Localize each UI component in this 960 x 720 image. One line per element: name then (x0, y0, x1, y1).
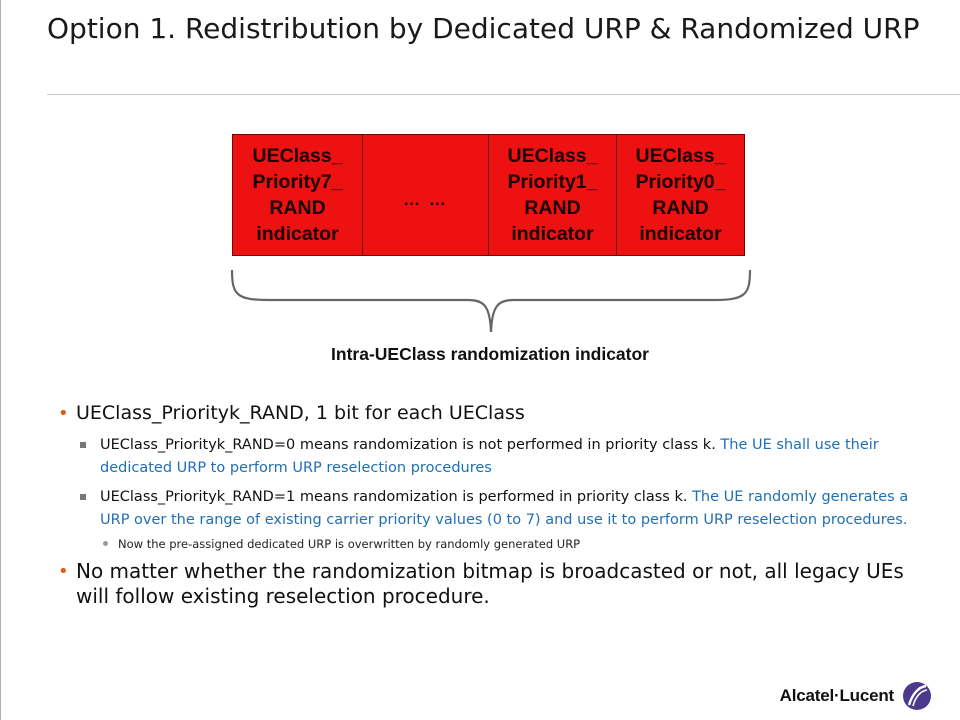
slide-title: Option 1. Redistribution by Dedicated UR… (47, 12, 920, 45)
cell-priority7: UEClass_ Priority7_ RAND indicator (233, 135, 363, 255)
bullet-dot: • (58, 561, 69, 582)
sub-sub-bullet-text: Now the pre-assigned dedicated URP is ov… (118, 537, 581, 551)
sub-bullet-2-text: UEClass_Priorityk_RAND=1 means randomiza… (100, 489, 693, 505)
left-edge-rule (0, 0, 1, 720)
sub-bullet-2: UEClass_Priorityk_RAND=1 means randomiza… (58, 486, 918, 531)
bitmap-diagram: UEClass_ Priority7_ RAND indicator … … U… (230, 134, 752, 364)
brace-label: Intra-UEClass randomization indicator (331, 344, 649, 364)
sub-sub-bullet: Now the pre-assigned dedicated URP is ov… (58, 535, 918, 553)
sub-bullet-2-highlight: The UE randomly generates a URP over the… (100, 489, 909, 528)
bullet-2-text: No matter whether the randomization bitm… (76, 559, 904, 608)
logo-globe-icon (903, 682, 931, 710)
sub-bullet-1-text: UEClass_Priorityk_RAND=0 means randomiza… (100, 437, 721, 453)
cell-priority0: UEClass_ Priority0_ RAND indicator (635, 145, 726, 245)
small-dot-bullet (103, 541, 108, 546)
company-logo: Alcatel·Lucent (780, 678, 932, 714)
bullet-dot: • (58, 403, 69, 424)
title-divider (47, 94, 960, 95)
bitmap-cells: UEClass_ Priority7_ RAND indicator … … U… (232, 134, 745, 256)
bullet-2: • No matter whether the randomization bi… (58, 559, 918, 609)
square-bullet (80, 442, 86, 448)
cell-ellipsis: … … (363, 135, 489, 255)
sub-bullet-1-highlight: The UE shall use their dedicated URP to … (100, 437, 879, 476)
logo-wordmark: Alcatel·Lucent (779, 686, 895, 705)
bullet-1: • UEClass_Priorityk_RAND, 1 bit for each… (58, 400, 918, 427)
curly-brace (230, 269, 752, 333)
sub-bullet-1: UEClass_Priorityk_RAND=0 means randomiza… (58, 434, 918, 479)
square-bullet (80, 494, 86, 500)
cell-priority1: UEClass_ Priority1_ RAND indicator (489, 135, 617, 255)
bullet-list: • UEClass_Priorityk_RAND, 1 bit for each… (58, 400, 918, 609)
bullet-1-text: UEClass_Priorityk_RAND, 1 bit for each U… (76, 402, 525, 424)
